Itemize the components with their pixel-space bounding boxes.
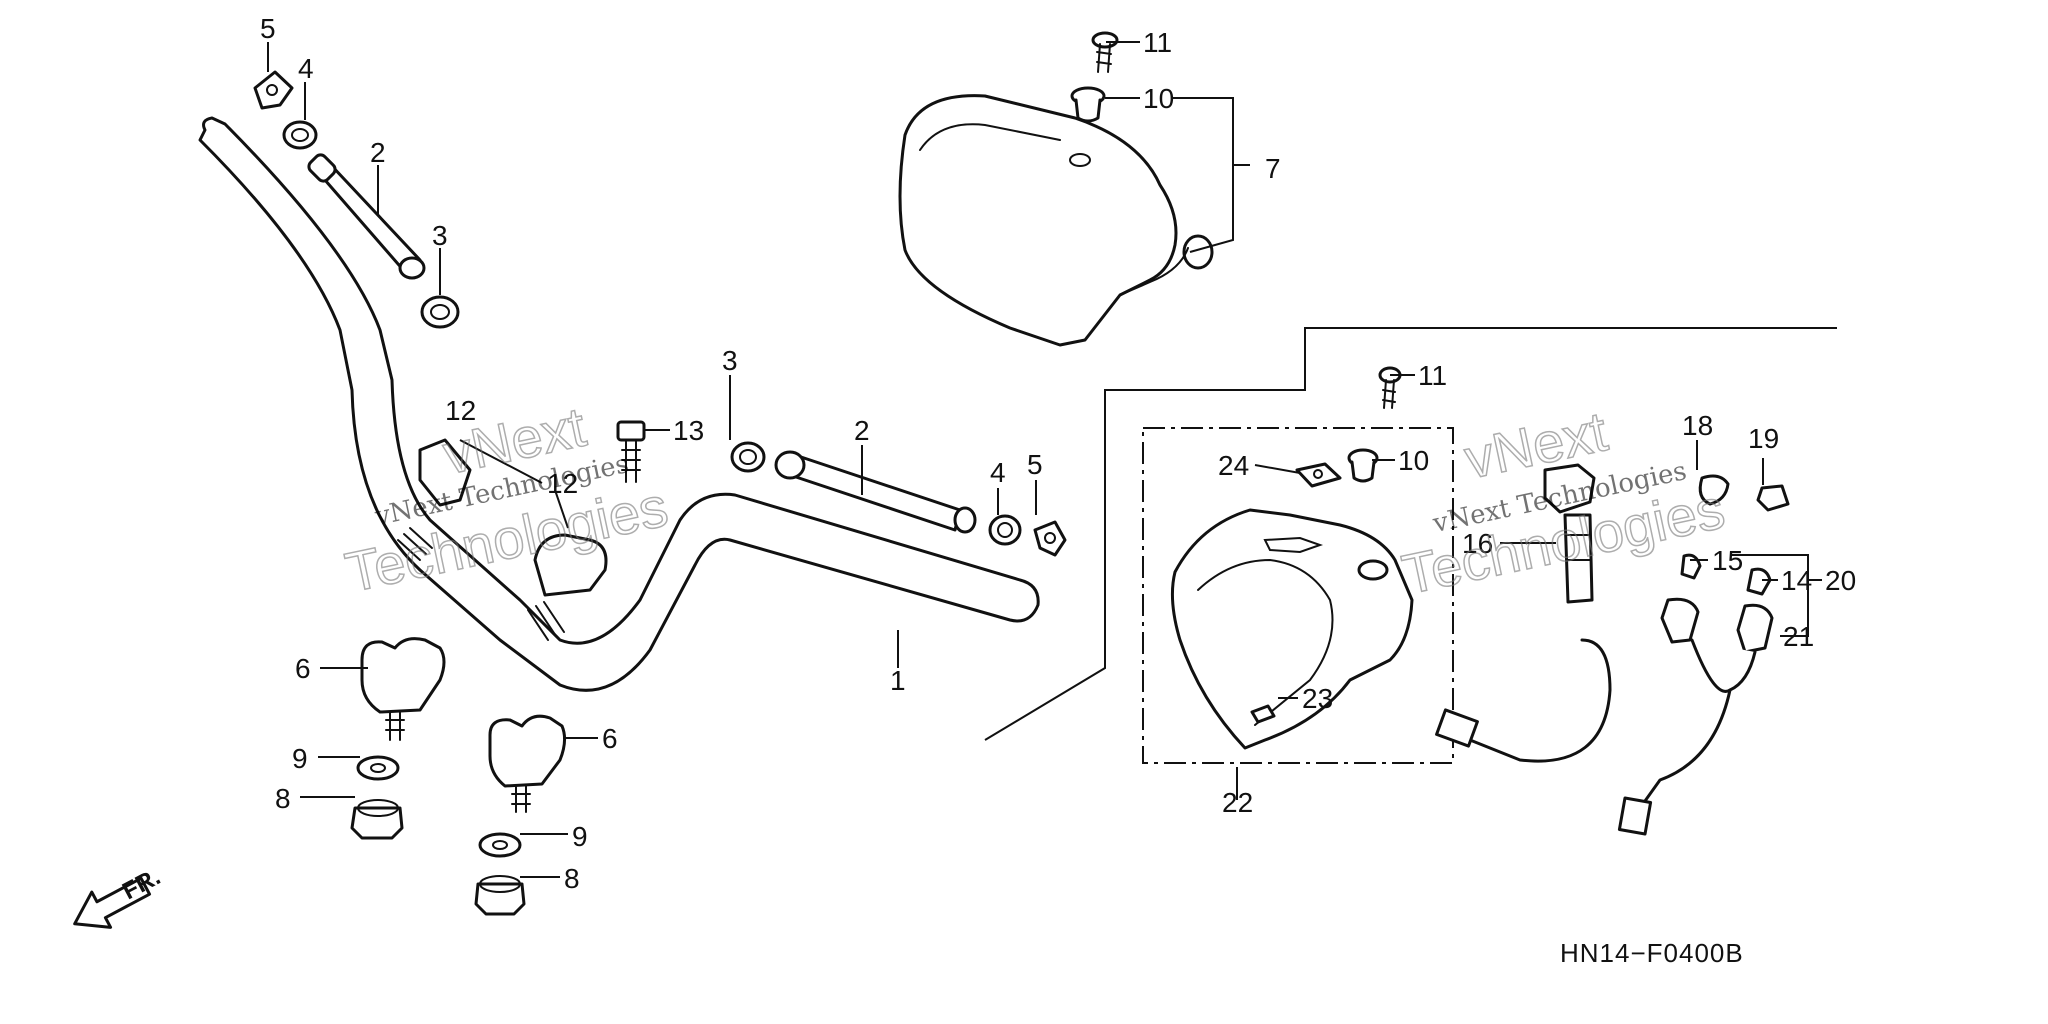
callout-16: 16: [1462, 528, 1493, 559]
part-19: [1756, 484, 1790, 512]
bulb-15: [1680, 553, 1702, 580]
switch-16: [1435, 463, 1612, 763]
callout-9-right: 9: [572, 821, 588, 852]
grip-collar: [307, 153, 337, 183]
clip-middle: [1033, 520, 1067, 557]
callout-1: 1: [890, 665, 906, 696]
end-cap-middle: [730, 441, 766, 473]
clip-23: [1250, 704, 1276, 724]
part-18: [1698, 474, 1730, 506]
callout-23: 23: [1302, 683, 1333, 714]
callout-15: 15: [1712, 545, 1743, 576]
nut-left: [350, 799, 404, 840]
nut-24: [1295, 462, 1342, 488]
callout-7: 7: [1265, 153, 1281, 184]
headlight-case: [1142, 427, 1454, 764]
callout-2-middle: 2: [854, 415, 870, 446]
washer-right: [478, 832, 522, 858]
watermark-right: vNext Technologies vNext Technologies: [1396, 398, 1730, 606]
callout-8-right: 8: [564, 863, 580, 894]
socket-harness-21: [1617, 597, 1774, 836]
callout-19: 19: [1748, 423, 1779, 454]
callout-6-left: 6: [295, 653, 311, 684]
throttle-grip-upper: [307, 153, 426, 280]
leader-lines: [267, 41, 1822, 878]
callout-20: 20: [1825, 565, 1856, 596]
lower-holder-right: [488, 714, 567, 813]
grip-middle: [774, 450, 977, 534]
callout-14: 14: [1781, 565, 1812, 596]
handlebar-outline: [198, 116, 1040, 692]
handlebar: [198, 116, 1040, 692]
upper-holder-b: [533, 533, 608, 597]
screw-11-top: [1091, 31, 1119, 73]
handlebar-cover: [898, 94, 1214, 347]
collar-10-top: [1070, 86, 1106, 123]
callout-10-lower: 10: [1398, 445, 1429, 476]
callout-13: 13: [673, 415, 704, 446]
callout-22: 22: [1222, 787, 1253, 818]
collar-10-lower: [1347, 448, 1379, 483]
lower-holder-left: [360, 637, 446, 741]
bulb-14: [1746, 567, 1772, 596]
callout-5-middle: 5: [1027, 449, 1043, 480]
callout-5-upper: 5: [260, 13, 276, 44]
callout-12-upper: 12: [445, 395, 476, 426]
callout-18: 18: [1682, 410, 1713, 441]
callout-labels: 5 4 2 3 1 3 2 4 5 11 10 7 12 12 13 6 9 8…: [260, 13, 1856, 894]
handlebar-knurl-left: [397, 527, 433, 561]
callout-11-top: 11: [1143, 27, 1172, 58]
callout-3-middle: 3: [722, 345, 738, 376]
callout-9-left: 9: [292, 743, 308, 774]
inset-boundary: [984, 327, 1837, 741]
callout-4-middle: 4: [990, 457, 1006, 488]
callout-10-top: 10: [1143, 83, 1174, 114]
grip-end: [398, 256, 426, 280]
callout-11-lower: 11: [1418, 360, 1447, 391]
collar-upper: [282, 120, 318, 150]
callout-2-upper: 2: [370, 137, 386, 168]
callout-8-left: 8: [275, 783, 291, 814]
callout-6-right: 6: [602, 723, 618, 754]
washer-left: [356, 755, 400, 781]
collar-middle: [988, 514, 1022, 546]
end-cap-upper: [420, 295, 460, 329]
callout-3-upper: 3: [432, 220, 448, 251]
drawing-code: HN14−F0400B: [1560, 938, 1744, 968]
callout-21: 21: [1783, 621, 1814, 652]
handlebar-knurl-right: [527, 601, 565, 641]
clip-upper: [253, 70, 294, 110]
nut-right: [474, 875, 526, 916]
callout-12-lower: 12: [547, 468, 578, 499]
callout-24: 24: [1218, 450, 1249, 481]
case-group-box: [1142, 427, 1454, 764]
callout-4-upper: 4: [298, 53, 314, 84]
upper-holder-a: [418, 438, 472, 507]
front-arrow: [73, 876, 152, 929]
